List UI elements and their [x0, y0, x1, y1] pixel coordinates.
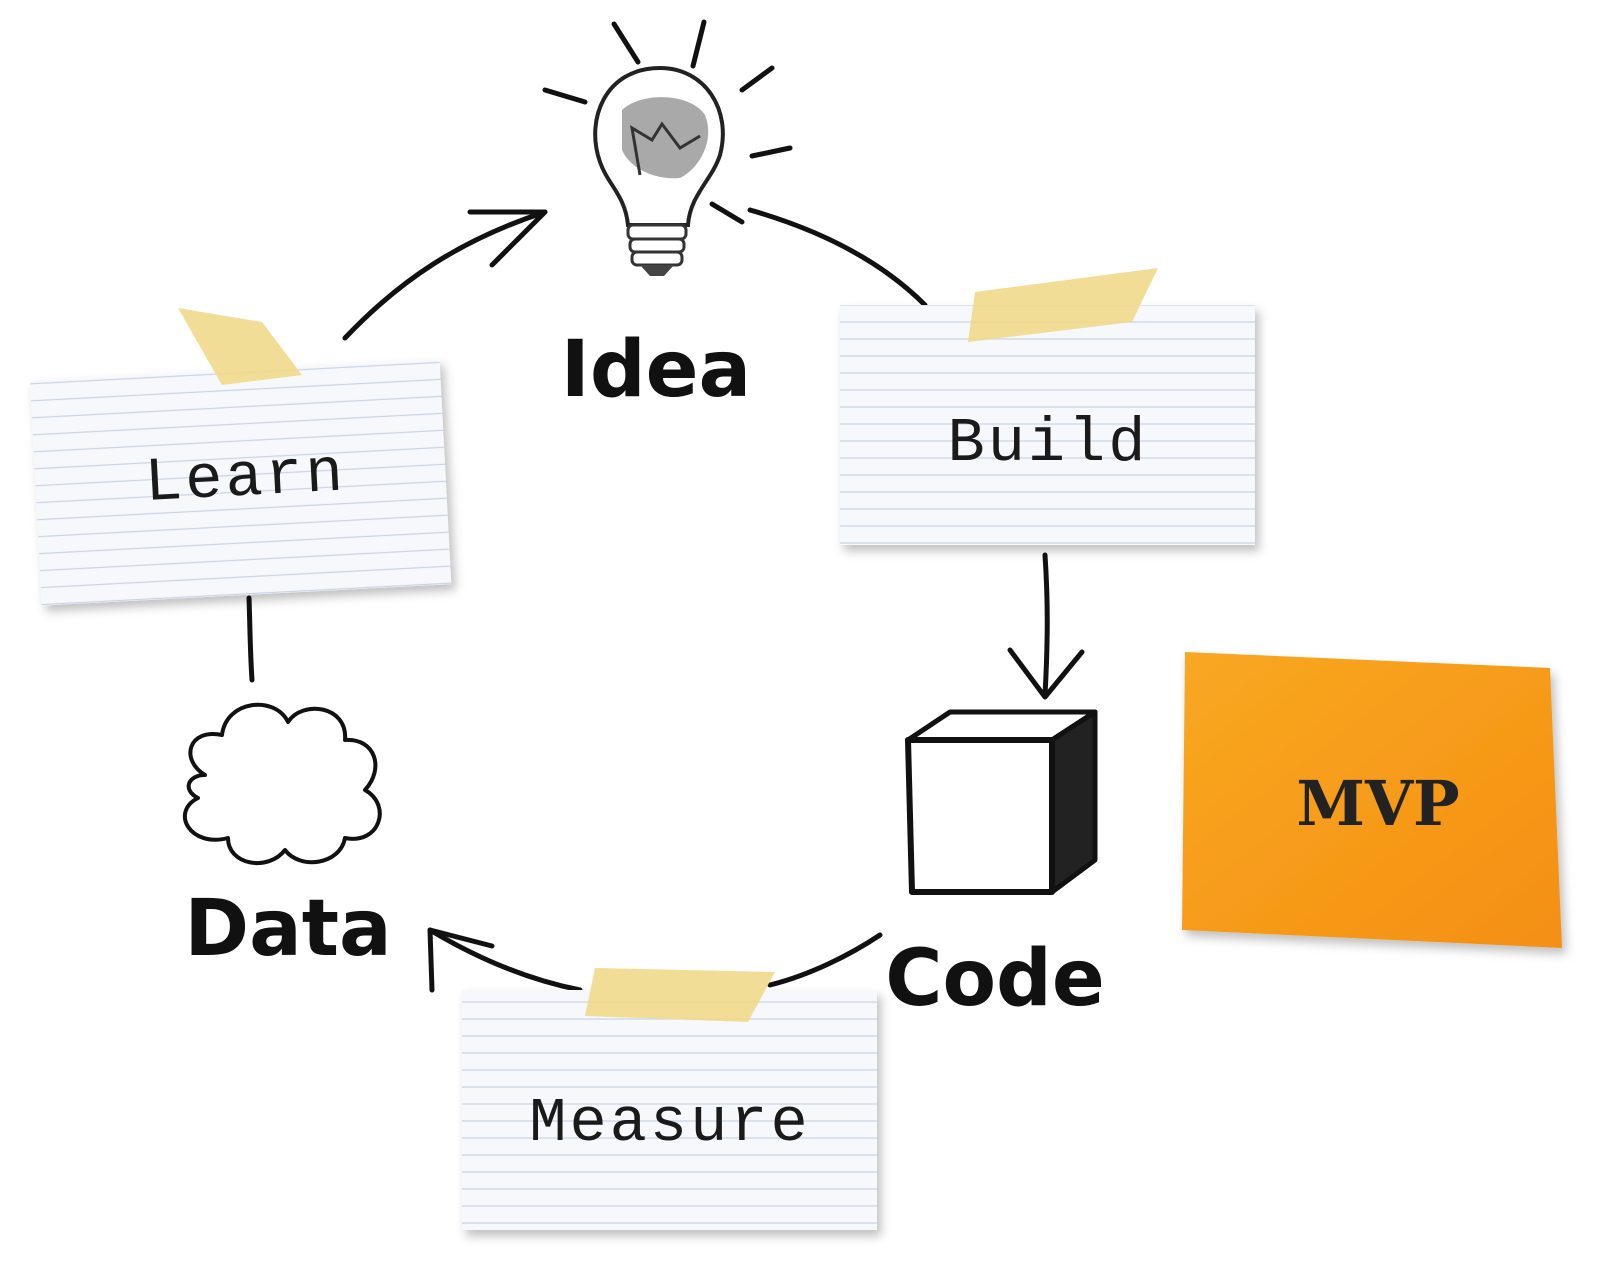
cube-icon [905, 709, 1098, 895]
card-learn: Learn [30, 359, 452, 606]
arrow-measure-to-data [427, 927, 583, 993]
tape-measure [585, 968, 775, 1022]
connector-code-to-measure [767, 932, 883, 988]
node-idea-label: Idea [561, 325, 751, 415]
card-build: Build [840, 305, 1255, 545]
mvp-sticky-note: MVP [1182, 652, 1562, 948]
tape-learn [178, 308, 302, 385]
arrow-build-to-code [1007, 552, 1085, 700]
arrow-learn-to-idea [342, 209, 548, 341]
connector-idea-to-build [747, 207, 928, 308]
node-code-label: Code [885, 934, 1105, 1024]
card-build-label: Build [947, 408, 1148, 479]
card-measure-label: Measure [529, 1088, 810, 1159]
node-data-label: Data [184, 884, 391, 974]
card-measure: Measure [462, 990, 877, 1230]
tape-build [968, 268, 1158, 342]
cloud-icon [183, 702, 382, 866]
card-learn-label: Learn [143, 438, 347, 519]
connector-data-to-learn [246, 595, 255, 683]
mvp-label: MVP [1296, 767, 1459, 840]
lightbulb-icon [542, 19, 793, 276]
